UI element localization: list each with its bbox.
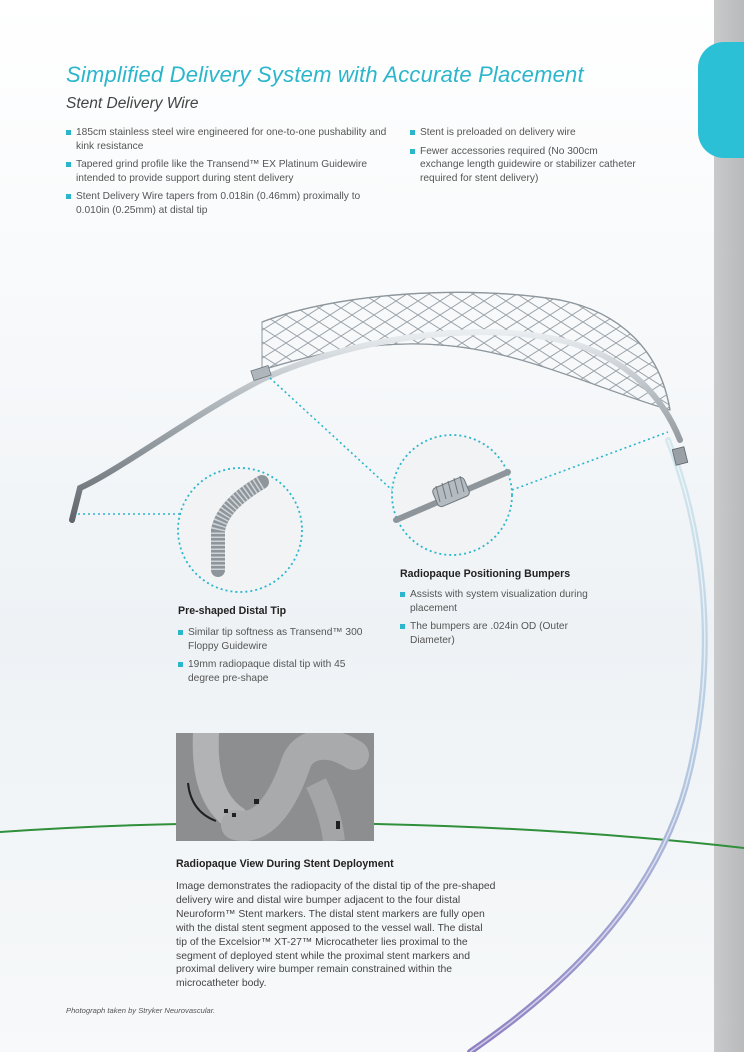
delivery-wire <box>69 329 683 523</box>
page-subtitle: Stent Delivery Wire <box>66 95 199 112</box>
distal-bumper-mark <box>671 446 689 466</box>
distal-tip-list: Similar tip softness as Transend™ 300 Fl… <box>178 626 378 690</box>
proximal-bumper-mark <box>250 364 272 382</box>
list-item: Similar tip softness as Transend™ 300 Fl… <box>178 626 378 653</box>
features-right-list: Stent is preloaded on delivery wire Fewe… <box>410 126 640 190</box>
page-title: Simplified Delivery System with Accurate… <box>66 62 584 87</box>
bumper-leader-left <box>269 377 393 491</box>
distal-tip-heading: Pre-shaped Distal Tip <box>178 605 287 617</box>
bumper-leader-right <box>511 431 669 491</box>
list-item: Assists with system visualization during… <box>400 588 600 615</box>
list-item: Stent is preloaded on delivery wire <box>410 126 640 140</box>
bumper-magnifier <box>391 434 513 556</box>
photo-credit: Photograph taken by Stryker Neurovascula… <box>66 1006 216 1015</box>
bumpers-list: Assists with system visualization during… <box>400 588 600 652</box>
bumpers-heading: Radiopaque Positioning Bumpers <box>400 568 571 580</box>
list-item: 19mm radiopaque distal tip with 45 degre… <box>178 658 378 685</box>
list-item: Tapered grind profile like the Transend™… <box>66 158 396 185</box>
radiopaque-view-body: Image demonstrates the radiopacity of th… <box>176 881 496 990</box>
catheter-tube <box>467 437 708 1052</box>
list-item: Stent Delivery Wire tapers from 0.018in … <box>66 190 396 217</box>
stent-mesh <box>261 291 671 411</box>
list-item: 185cm stainless steel wire engineered fo… <box>66 126 396 153</box>
side-strip <box>714 0 744 1052</box>
distal-tip-magnifier <box>177 467 303 593</box>
list-item: The bumpers are .024in OD (Outer Diamete… <box>400 620 600 647</box>
xray-image <box>176 733 374 841</box>
features-left-list: 185cm stainless steel wire engineered fo… <box>66 126 396 222</box>
radiopaque-view-heading: Radiopaque View During Stent Deployment <box>176 858 394 870</box>
list-item: Fewer accessories required (No 300cm exc… <box>410 145 640 186</box>
section-tab <box>698 42 744 158</box>
